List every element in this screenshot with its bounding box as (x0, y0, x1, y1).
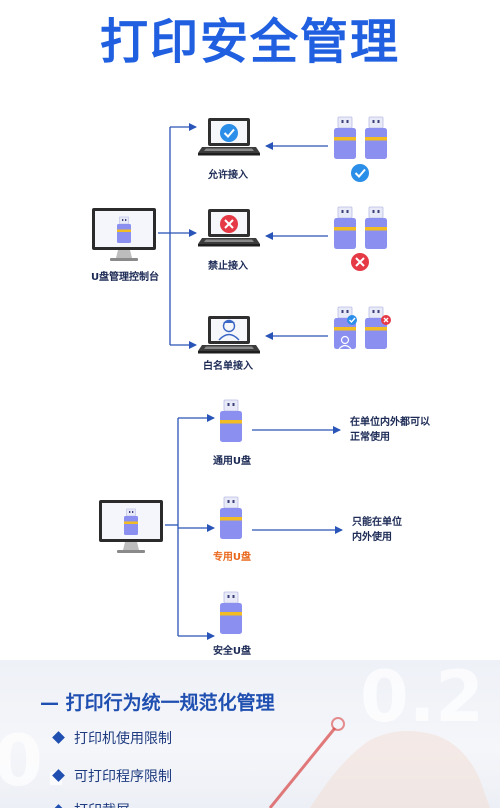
deny-badge-icon (220, 215, 238, 233)
usb-group-whitelist (333, 306, 391, 350)
deny-badge-icon (351, 253, 369, 271)
usb-icon (364, 206, 388, 250)
usb-icon (219, 399, 243, 443)
usb-icon (219, 496, 243, 540)
bullet-item: 打印机使用限制 (74, 731, 172, 747)
top-console (92, 208, 156, 261)
label-deny: 禁止接入 (208, 261, 248, 272)
label-general-usb: 通用U盘 (212, 456, 252, 467)
label-allow: 允许接入 (208, 170, 248, 181)
note-line: 内外使用 (352, 532, 392, 543)
section-heading: — 打印行为统一规范化管理 (40, 692, 275, 714)
label-special-usb: 专用U盘 (212, 552, 252, 563)
note-line: 只能在单位 (352, 517, 402, 528)
usb-icon (364, 306, 388, 350)
deny-badge-icon (381, 315, 391, 325)
middle-branch-lines (165, 414, 343, 640)
usb-group-allowed (333, 116, 388, 182)
page-title: 打印安全管理 (99, 14, 400, 70)
background-decoration: 0.2 (360, 660, 485, 738)
middle-console (99, 500, 163, 553)
note-special: 只能在单位 内外使用 (352, 515, 402, 545)
bullet-item: 可打印程序限制 (74, 769, 172, 785)
label-console: U盘管理控制台 (90, 272, 160, 283)
usb-icon (333, 306, 357, 350)
usb-icon (333, 116, 357, 160)
person-icon (338, 335, 352, 350)
diamond-bullet-icon (52, 804, 65, 808)
label-whitelist: 白名单接入 (203, 361, 253, 372)
top-return-arrows (265, 142, 328, 340)
check-badge-icon (347, 315, 357, 325)
bullet-item: 打印截屏 (74, 800, 130, 808)
check-badge-icon (220, 124, 238, 142)
person-icon (218, 319, 240, 341)
label-secure-usb: 安全U盘 (212, 646, 252, 657)
bottom-banner: 0.2 0. — 打印行为统一规范化管理 打印机使用限制 可打印程序限制 打印截… (0, 660, 500, 808)
note-line: 正常使用 (350, 432, 390, 443)
usb-icon (219, 591, 243, 635)
note-general: 在单位内外都可以 正常使用 (350, 415, 430, 445)
usb-group-denied (333, 206, 388, 271)
hand-pen-decoration (268, 717, 490, 808)
check-badge-icon (351, 164, 369, 182)
top-branch-lines (158, 123, 197, 349)
usb-icon (333, 206, 357, 250)
usb-icon (364, 116, 388, 160)
note-line: 在单位内外都可以 (350, 417, 430, 428)
